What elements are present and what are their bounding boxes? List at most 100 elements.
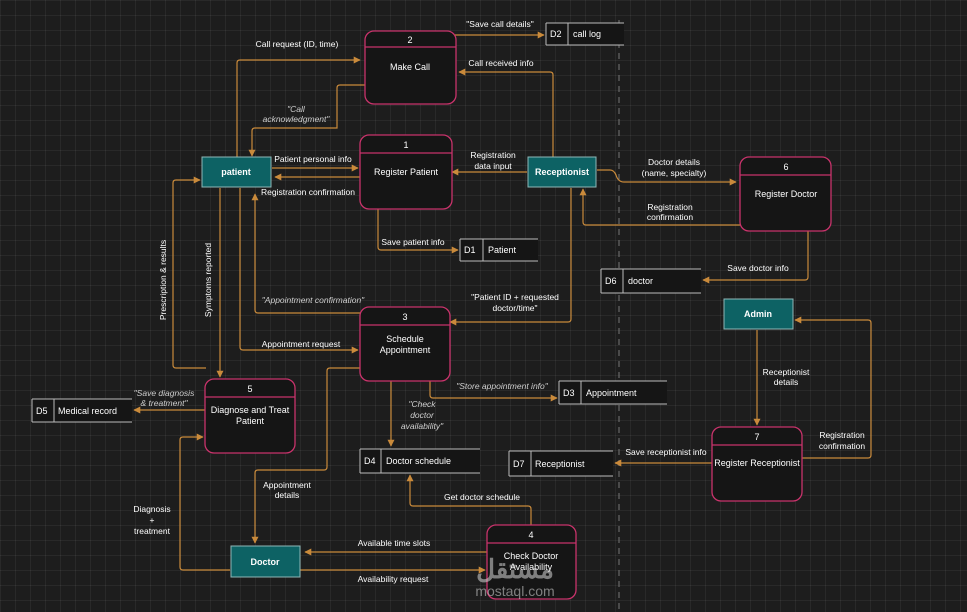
flow-call-ack [248, 84, 366, 157]
label-diagnosis-treatment-line1: Diagnosis [133, 504, 170, 514]
process-number: 4 [528, 530, 533, 540]
process-number: 5 [247, 384, 252, 394]
process-register-doctor[interactable]: 6 Register Doctor [739, 156, 832, 232]
store-id: D3 [563, 388, 575, 398]
process-title-line1: Check Doctor [504, 551, 559, 561]
label-appointment-confirmation: "Appointment confirmation" [262, 295, 365, 305]
label-registration-confirmation-6-line2: confirmation [647, 212, 694, 222]
store-name: Receptionist [535, 459, 585, 469]
label-diagnosis-treatment-line2: + [150, 515, 155, 525]
label-save-patient-info: Save patient info [381, 237, 445, 247]
label-receptionist-details-line1: Receptionist [763, 367, 810, 377]
label-doctor-details-line2: (name, specialty) [642, 168, 707, 178]
label-save-call-details: "Save call details" [466, 19, 533, 29]
process-title-line2: Patient [236, 416, 265, 426]
flow-patient-id-requested [449, 188, 572, 326]
store-d7-receptionist[interactable]: D7 Receptionist [508, 450, 613, 477]
process-title: Make Call [390, 62, 430, 72]
store-id: D1 [464, 245, 476, 255]
label-call-ack-line2: acknowledgment" [263, 114, 331, 124]
process-number: 7 [754, 432, 759, 442]
process-check-doctor-availability[interactable]: 4 Check Doctor Availability [486, 524, 577, 600]
flow-appointment-request [239, 188, 359, 354]
store-d6-doctor[interactable]: D6 doctor [600, 268, 701, 294]
store-id: D5 [36, 406, 48, 416]
store-id: D7 [513, 459, 525, 469]
entity-label: Receptionist [535, 167, 589, 177]
store-d5-medical-record[interactable]: D5 Medical record [31, 398, 132, 423]
store-id: D2 [550, 29, 562, 39]
store-d4-doctor-schedule[interactable]: D4 Doctor schedule [359, 448, 480, 474]
flow-registration-confirmation-7 [794, 316, 872, 459]
label-patient-id-line2: doctor/time" [492, 303, 537, 313]
entity-doctor[interactable]: Doctor [230, 545, 301, 578]
label-patient-personal-info: Patient personal info [274, 154, 352, 164]
label-appointment-details-line1: Appointment [263, 480, 311, 490]
flow-registration-confirmation-6 [579, 188, 742, 226]
process-title: Register Doctor [755, 189, 818, 199]
flows [133, 31, 872, 574]
label-appointment-request: Appointment request [262, 339, 341, 349]
entity-label: Doctor [251, 557, 280, 567]
entity-label: patient [221, 167, 251, 177]
label-call-received-info: Call received info [468, 58, 533, 68]
entity-admin[interactable]: Admin [723, 298, 794, 330]
store-name: Doctor schedule [386, 456, 451, 466]
process-schedule-appointment[interactable]: 3 Schedule Appointment [359, 306, 451, 382]
flow-appointment-details [251, 367, 360, 544]
entity-patient[interactable]: patient [201, 156, 272, 188]
process-title: Register Patient [374, 167, 439, 177]
store-d2-call-log[interactable]: D2 call log [545, 22, 624, 46]
watermark: مستقل mostaql.com [475, 554, 554, 599]
process-make-call[interactable]: 2 Make Call [364, 30, 457, 105]
flow-call-request [236, 56, 361, 158]
store-name: doctor [628, 276, 653, 286]
process-title-line2: Availability [510, 562, 553, 572]
process-diagnose-treat[interactable]: 5 Diagnose and Treat Patient [204, 378, 296, 454]
flow-appointment-confirmation [251, 193, 362, 314]
flow-get-doctor-schedule [406, 474, 532, 525]
label-registration-data-input-line1: Registration [470, 150, 516, 160]
store-d1-patient[interactable]: D1 Patient [459, 238, 538, 262]
label-receptionist-details-line2: details [774, 377, 799, 387]
process-number: 3 [402, 312, 407, 322]
store-id: D4 [364, 456, 376, 466]
label-check-availability-line3: availability" [401, 421, 444, 431]
label-registration-data-input-line2: data input [474, 161, 512, 171]
label-save-diagnosis-line1: "Save diagnosis [134, 388, 195, 398]
flow-doctor-details [597, 169, 737, 186]
label-store-appointment-info: "Store appointment info" [456, 381, 549, 391]
process-title-line1: Diagnose and Treat [211, 405, 290, 415]
store-name: Patient [488, 245, 517, 255]
flow-diagnosis-treatment [179, 433, 230, 571]
store-id: D6 [605, 276, 617, 286]
label-check-availability-line2: doctor [410, 410, 435, 420]
label-save-receptionist-info: Save receptionist info [625, 447, 707, 457]
label-available-time-slots: Available time slots [358, 538, 431, 548]
process-title: Register Receptionist [714, 458, 800, 468]
label-call-request: Call request (ID, time) [256, 39, 339, 49]
entity-label: Admin [744, 309, 772, 319]
label-diagnosis-treatment-line3: treatment [134, 526, 171, 536]
store-name: Medical record [58, 406, 117, 416]
process-title-line2: Appointment [380, 345, 431, 355]
process-register-patient[interactable]: 1 Register Patient [359, 134, 453, 210]
label-doctor-details-line1: Doctor details [648, 157, 700, 167]
entity-receptionist[interactable]: Receptionist [527, 156, 597, 188]
flow-save-doctor-info [702, 231, 809, 284]
label-registration-confirmation-1: Registration confirmation [261, 187, 355, 197]
label-call-ack-line1: "Call [287, 104, 306, 114]
label-registration-confirmation-6-line1: Registration [647, 202, 693, 212]
process-register-receptionist[interactable]: 7 Register Receptionist [711, 426, 803, 502]
flow-prescription-results [172, 176, 206, 369]
process-number: 6 [783, 162, 788, 172]
label-availability-request: Availability request [358, 574, 429, 584]
store-name: Appointment [586, 388, 637, 398]
process-number: 2 [407, 35, 412, 45]
label-check-availability-line1: "Check [408, 399, 436, 409]
flow-call-received [458, 68, 554, 158]
flow-save-patient-info [377, 208, 459, 254]
label-registration-confirmation-7-line2: confirmation [819, 441, 866, 451]
store-d3-appointment[interactable]: D3 Appointment [558, 380, 667, 405]
